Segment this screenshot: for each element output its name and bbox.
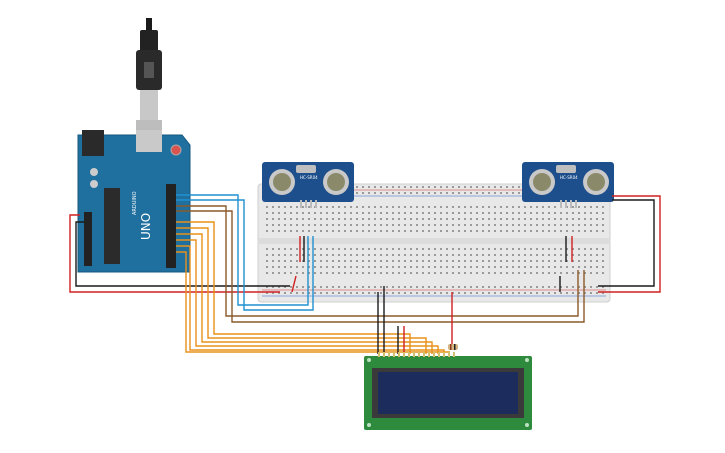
atmega-chip <box>104 188 120 264</box>
wire-sensor2-vcc <box>598 195 661 293</box>
breadboard <box>257 183 611 303</box>
wire-sensor2-gnd <box>598 199 655 287</box>
lcd-16x2 <box>364 352 532 430</box>
wire-5v <box>69 214 280 293</box>
arduino-uno-board: UNO ARDUINO <box>77 130 191 273</box>
wire-gnd <box>75 221 290 287</box>
wire-lcd-d7 <box>176 251 450 353</box>
usb-cable <box>136 18 162 142</box>
jumper-5 <box>291 275 297 293</box>
board-label: UNO <box>139 213 153 240</box>
wire-trig-1 <box>176 194 309 306</box>
sensor-1-model: HC-SR04 <box>300 175 318 180</box>
ultrasonic-sensor-1: HC-SR04 <box>262 162 354 208</box>
wire-lcd-en <box>176 227 427 354</box>
lcd-screen <box>378 372 518 414</box>
usb-port <box>136 130 162 152</box>
maker-label: ARDUINO <box>132 191 138 215</box>
wire-lcd-d5 <box>176 239 439 354</box>
digital-header <box>166 184 176 268</box>
wire-echo-2 <box>176 210 585 323</box>
ultrasonic-sensor-2: HC-SR04 <box>522 162 614 208</box>
wire-lcd-rs <box>176 221 411 354</box>
wires <box>69 194 661 354</box>
wire-trig-2 <box>176 205 579 317</box>
wire-echo-1 <box>176 199 314 311</box>
power-jack <box>82 130 104 156</box>
resistor <box>448 344 458 350</box>
sensor-2-model: HC-SR04 <box>560 175 578 180</box>
power-header <box>84 212 92 266</box>
reset-button <box>170 144 182 156</box>
